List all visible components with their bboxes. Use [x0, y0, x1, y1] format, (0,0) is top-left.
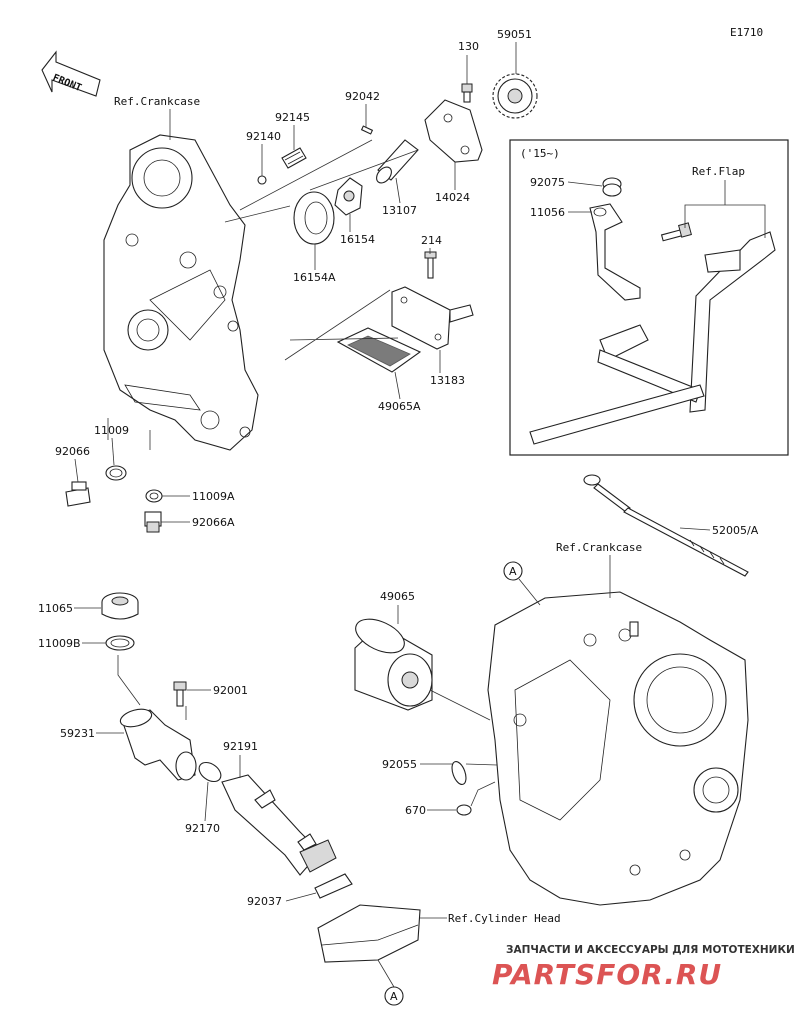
oring-92055	[451, 760, 467, 786]
label-11056: 11056	[530, 206, 565, 219]
label-11009: 11009	[94, 424, 129, 437]
label-214: 214	[421, 234, 442, 247]
nut-92075	[602, 177, 622, 197]
ref-cylinder-head: Ref.Cylinder Head	[448, 912, 561, 925]
flap-lever	[529, 231, 776, 445]
clamp-92170	[198, 761, 222, 783]
label-11009A: 11009A	[192, 490, 235, 503]
label-49065A: 49065A	[378, 400, 421, 413]
rotor-16154A	[293, 191, 335, 245]
cover-plate-13183	[391, 286, 474, 350]
pin-92042	[360, 125, 374, 135]
label-92191: 92191	[223, 740, 258, 753]
label-92066A: 92066A	[192, 516, 235, 529]
dipstick-52005A	[583, 474, 749, 577]
watermark: ЗАПЧАСТИ И АКСЕССУАРЫ ДЛЯ МОТОТЕХНИКИ PA…	[492, 944, 795, 991]
bolt-flap	[660, 222, 692, 242]
washer-11009	[105, 465, 127, 481]
label-59051: 59051	[497, 28, 532, 41]
label-92145: 92145	[275, 111, 310, 124]
label-92066: 92066	[55, 445, 90, 458]
diagram-code: E1710	[730, 26, 763, 39]
label-92055: 92055	[382, 758, 417, 771]
label-92140: 92140	[246, 130, 281, 143]
ref-crankcase-bottom: Ref.Crankcase	[556, 541, 642, 554]
hose-92191	[221, 774, 337, 876]
ref-flap: Ref.Flap	[692, 165, 745, 178]
circle-marker-a-upper: A	[503, 561, 523, 581]
drain-plug-92066A	[144, 511, 162, 533]
ball-92140	[257, 175, 267, 185]
sprocket-59051	[492, 73, 538, 119]
label-13107: 13107	[382, 204, 417, 217]
cylinder-head-part	[317, 904, 421, 963]
circle-marker-a-lower: A	[384, 986, 404, 1006]
label-11065: 11065	[38, 602, 73, 615]
label-92170: 92170	[185, 822, 220, 835]
front-arrow-icon: FRONT	[41, 50, 101, 97]
washer-11009A	[145, 489, 163, 503]
variant-box: ('15~) Ref.Flap	[509, 139, 789, 456]
drain-plug-92066	[65, 481, 91, 507]
ref-crankcase-top: Ref.Crankcase	[114, 95, 200, 108]
label-130: 130	[458, 40, 479, 53]
label-52005A: 52005/A	[712, 524, 759, 537]
label-14024: 14024	[435, 191, 470, 204]
label-92042: 92042	[345, 90, 380, 103]
label-16154: 16154	[340, 233, 375, 246]
watermark-caption: ЗАПЧАСТИ И АКСЕССУАРЫ ДЛЯ МОТОТЕХНИКИ	[506, 944, 795, 956]
bolt-130	[461, 83, 473, 103]
clip-92037	[314, 873, 353, 899]
oring-670	[456, 804, 472, 816]
label-11009B: 11009B	[38, 637, 81, 650]
svg-text:A: A	[509, 565, 517, 578]
svg-text:A: A	[390, 990, 398, 1003]
label-92037: 92037	[247, 895, 282, 908]
filler-cap-11065	[101, 592, 139, 620]
filler-neck-59231	[119, 708, 197, 781]
bolt-214	[424, 251, 437, 279]
bracket-11056	[589, 203, 641, 301]
bolt-92001	[173, 681, 187, 707]
spring-92145	[281, 147, 307, 169]
crankcase-cover-upper	[103, 134, 259, 451]
rotor-16154	[334, 177, 363, 216]
label-49065: 49065	[380, 590, 415, 603]
oring-11009B	[105, 635, 135, 651]
watermark-logo: PARTSFOR.RU	[492, 958, 722, 991]
oil-pump-cover-14024	[424, 99, 483, 163]
label-16154A: 16154A	[293, 271, 336, 284]
shaft-13107	[376, 139, 419, 184]
label-59231: 59231	[60, 727, 95, 740]
label-92075: 92075	[530, 176, 565, 189]
label-670: 670	[405, 804, 426, 817]
crankcase-lower	[487, 591, 749, 906]
part-labels: 130 59051 92042 92145 92140 14024 13107 …	[38, 28, 759, 908]
label-92001: 92001	[213, 684, 248, 697]
variant-label: ('15~)	[520, 147, 560, 160]
label-13183: 13183	[430, 374, 465, 387]
oil-filter-49065	[354, 618, 433, 711]
